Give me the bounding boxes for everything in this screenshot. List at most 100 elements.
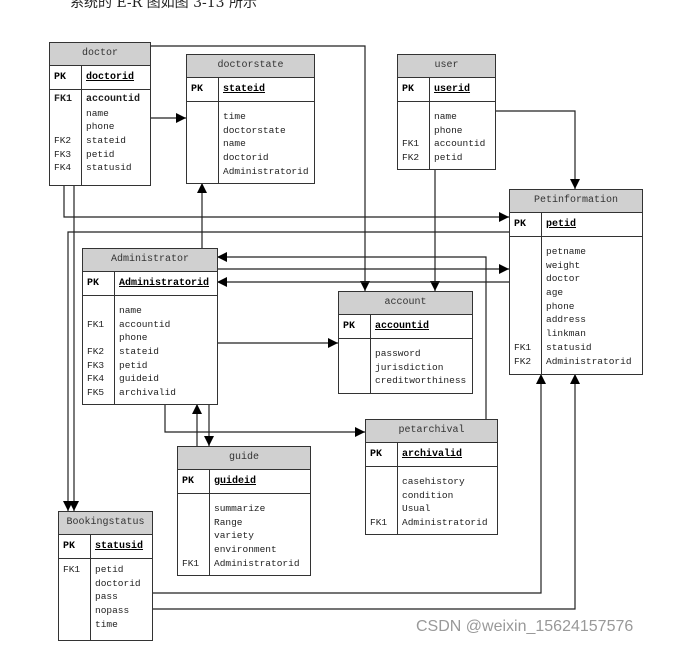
- attribute-key: [402, 124, 429, 138]
- attribute: pass: [95, 591, 118, 603]
- attribute: name: [119, 305, 142, 316]
- primary-key-row: PK doctorid: [50, 66, 150, 90]
- attribute-key: [343, 374, 370, 388]
- attribute-key: FK1: [514, 341, 532, 353]
- entity-title: Administrator: [83, 249, 217, 272]
- primary-key: archivalid: [402, 449, 463, 460]
- arrowhead-icon: [536, 374, 546, 384]
- entity-title: Petinformation: [510, 190, 642, 213]
- arrowhead-icon: [355, 427, 365, 437]
- attribute-key: [63, 618, 90, 632]
- entity-title: doctor: [50, 43, 150, 66]
- attribute: accountid: [434, 138, 486, 150]
- attribute: doctorstate: [223, 124, 286, 136]
- primary-key-row: PK archivalid: [366, 443, 497, 467]
- attribute-key: [514, 245, 541, 259]
- attribute-key: [87, 331, 114, 345]
- primary-key: statusid: [95, 541, 144, 552]
- attribute: petid: [86, 148, 115, 160]
- primary-key: stateid: [223, 84, 266, 95]
- arrowhead-icon: [499, 212, 509, 222]
- attribute-key: FK2: [87, 346, 105, 358]
- attribute-key: [191, 110, 218, 124]
- attribute-key: [370, 502, 397, 516]
- attribute: phone: [434, 124, 463, 136]
- attribute: statusid: [546, 341, 592, 353]
- arrowhead-icon: [192, 404, 202, 414]
- attribute: weight: [546, 259, 581, 271]
- attribute-key: [402, 110, 429, 124]
- attribute: name: [434, 111, 457, 122]
- attribute: Range: [214, 516, 243, 528]
- primary-key: guideid: [214, 476, 257, 487]
- attribute-key: [191, 124, 218, 138]
- arrowhead-icon: [570, 179, 580, 189]
- attribute: petname: [546, 246, 586, 257]
- relationship-line: [150, 45, 366, 291]
- relationship-line: [152, 374, 542, 594]
- attribute: Usual: [402, 503, 431, 515]
- attribute-key: FK1: [402, 138, 420, 150]
- entity-title: petarchival: [366, 420, 497, 443]
- attribute: phone: [546, 300, 575, 312]
- attribute-key: [514, 313, 541, 327]
- entity-title: guide: [178, 447, 310, 470]
- arrowhead-icon: [570, 374, 580, 384]
- attribute: Administratorid: [402, 517, 488, 529]
- attribute-key: [370, 475, 397, 489]
- primary-key: doctorid: [86, 72, 135, 83]
- primary-key: Administratorid: [119, 278, 210, 289]
- arrowhead-icon: [217, 252, 227, 262]
- attribute-key: [191, 151, 218, 165]
- attribute: age: [546, 287, 564, 299]
- attribute-key: [191, 137, 218, 151]
- attribute-key: [514, 272, 541, 286]
- attribute: address: [546, 314, 586, 326]
- attribute-key: FK2: [514, 355, 532, 367]
- relationship-line: [164, 404, 365, 433]
- arrowhead-icon: [63, 501, 73, 511]
- pk-label: PK: [50, 66, 82, 89]
- pk-label: PK: [366, 443, 398, 466]
- pk-label: PK: [59, 535, 91, 558]
- attribute: linkman: [546, 328, 586, 340]
- attribute-key: [514, 327, 541, 341]
- attribute: time: [223, 111, 246, 122]
- entity-title: account: [339, 292, 472, 315]
- attribute: petid: [95, 564, 124, 575]
- attribute: summarize: [214, 503, 266, 514]
- attribute: phone: [86, 121, 115, 133]
- arrowhead-icon: [204, 436, 214, 446]
- arrowhead-icon: [328, 338, 338, 348]
- attribute-key: FK1: [87, 318, 105, 330]
- attribute-key: FK1: [182, 557, 200, 569]
- attribute-key: [182, 529, 209, 543]
- attribute-key: [63, 577, 90, 591]
- relationship-line: [495, 110, 576, 189]
- attribute-key: FK1: [370, 517, 388, 529]
- attribute-key: [343, 361, 370, 375]
- attribute-key: FK2: [54, 135, 72, 147]
- attribute: phone: [119, 332, 148, 344]
- watermark: CSDN @weixin_15624157576: [416, 618, 634, 635]
- attribute: doctorid: [95, 577, 141, 589]
- entity-title: doctorstate: [187, 55, 314, 78]
- arrowhead-icon: [430, 281, 440, 291]
- pk-label: PK: [83, 272, 115, 295]
- attribute-key: FK4: [87, 373, 105, 385]
- attribute-key: [343, 347, 370, 361]
- attribute-key: [514, 286, 541, 300]
- attribute: condition: [402, 489, 454, 501]
- attribute: accountid: [119, 318, 171, 330]
